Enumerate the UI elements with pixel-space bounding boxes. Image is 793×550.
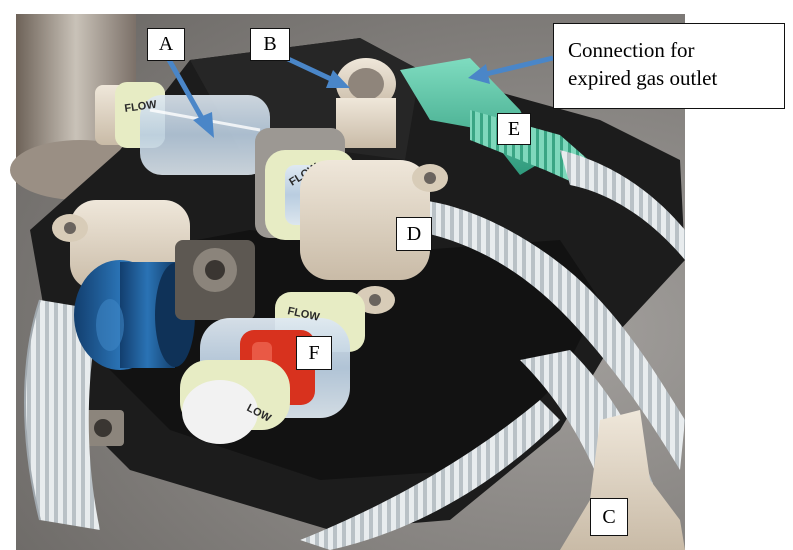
label-a: A xyxy=(147,28,185,61)
valve-a: FLOW xyxy=(95,82,270,175)
label-f: F xyxy=(296,336,332,370)
callout-expired-gas-outlet: Connection for expired gas outlet xyxy=(553,23,785,109)
callout-line-1: Connection for xyxy=(568,38,695,62)
arrows xyxy=(165,55,554,138)
valve-a-band-label: FLOW xyxy=(124,98,158,114)
callout-line-2: expired gas outlet xyxy=(568,66,718,90)
label-d: D xyxy=(396,217,432,251)
tubing-right xyxy=(410,200,685,470)
label-e: E xyxy=(497,113,531,145)
tubing-bottom xyxy=(300,400,560,550)
blue-canister xyxy=(74,260,195,370)
tubing-left xyxy=(25,300,100,530)
label-b: B xyxy=(250,28,290,61)
label-c: C xyxy=(590,498,628,536)
